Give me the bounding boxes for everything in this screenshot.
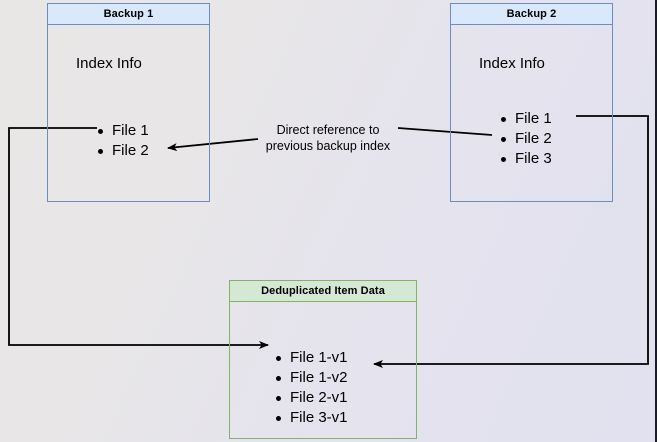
list-item: File 1-v2 — [274, 368, 348, 388]
list-item: File 3-v1 — [274, 408, 348, 428]
deduplicated-item-data-node[interactable]: Deduplicated Item Data File 1-v1 File 1-… — [229, 280, 417, 439]
backup-2-body: Index Info File 1 File 2 File 3 — [451, 25, 612, 201]
backup-1-index-label: Index Info — [76, 55, 142, 72]
list-item: File 2-v1 — [274, 388, 348, 408]
list-item: File 1 — [499, 109, 552, 129]
direct-reference-label: Direct reference to previous backup inde… — [265, 123, 391, 153]
deduplicated-item-data-header: Deduplicated Item Data — [230, 281, 416, 302]
list-item: File 1 — [96, 121, 149, 141]
backup-2-index-label: Index Info — [479, 55, 545, 72]
list-item: File 2 — [96, 141, 149, 161]
backup-2-header: Backup 2 — [451, 4, 612, 25]
backup-2-node[interactable]: Backup 2 Index Info File 1 File 2 File 3 — [450, 3, 613, 202]
list-item: File 2 — [499, 129, 552, 149]
backup-1-node[interactable]: Backup 1 Index Info File 1 File 2 — [47, 3, 210, 202]
list-item: File 1-v1 — [274, 348, 348, 368]
backup-1-header: Backup 1 — [48, 4, 209, 25]
deduplicated-item-data-body: File 1-v1 File 1-v2 File 2-v1 File 3-v1 — [230, 302, 416, 438]
deduplicated-item-list: File 1-v1 File 1-v2 File 2-v1 File 3-v1 — [274, 348, 348, 428]
backup-1-body: Index Info File 1 File 2 — [48, 25, 209, 201]
backup-2-file-list: File 1 File 2 File 3 — [499, 109, 552, 169]
list-item: File 3 — [499, 149, 552, 169]
backup-1-file-list: File 1 File 2 — [96, 121, 149, 161]
